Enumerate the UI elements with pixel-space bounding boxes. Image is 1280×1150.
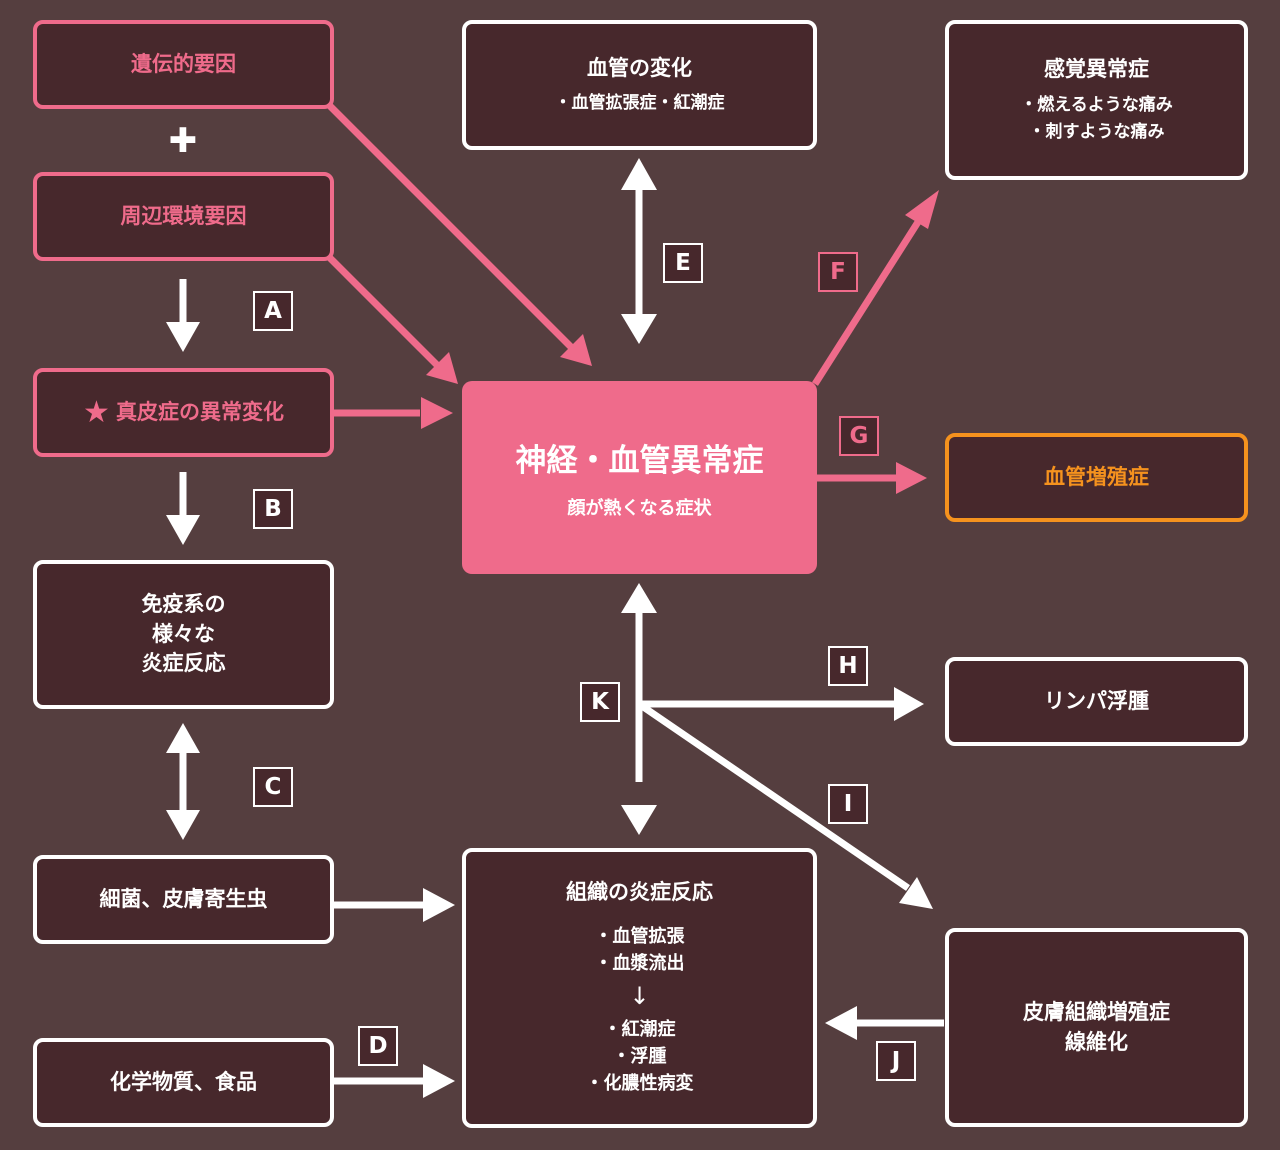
inflammation-item-4: ・浮腫 bbox=[612, 1045, 667, 1067]
center-subtitle: 顔が熱くなる症状 bbox=[567, 498, 712, 519]
label-H: H bbox=[828, 646, 868, 686]
plus-icon: ✚ bbox=[168, 121, 198, 161]
sensory-item-1: ・燃えるような痛み bbox=[1020, 95, 1173, 116]
vascular-proliferation-box: 血管増殖症 bbox=[945, 433, 1248, 522]
center-title: 神経・血管異常症 bbox=[515, 443, 764, 479]
arrow-I-line bbox=[637, 701, 910, 891]
sensory-abnormality-box: 感覚異常症 ・燃えるような痛み ・刺すような痛み bbox=[945, 20, 1248, 180]
vascular-change-title: 血管の変化 bbox=[587, 56, 692, 81]
arrowhead-environment bbox=[426, 352, 458, 384]
arrowhead-D bbox=[423, 1064, 455, 1098]
chemicals-label: 化学物質、食品 bbox=[110, 1069, 257, 1094]
inflammation-item-5: ・化膿性病変 bbox=[585, 1072, 694, 1094]
lymphedema-box: リンパ浮腫 bbox=[945, 657, 1248, 746]
dermis-change-label: 真皮症の異常変化 bbox=[115, 399, 284, 424]
label-E: E bbox=[663, 243, 703, 283]
label-J: J bbox=[876, 1041, 916, 1081]
label-F: F bbox=[818, 252, 858, 292]
skin-tissue-line-1: 皮膚組織増殖症 bbox=[1023, 1000, 1170, 1025]
genetic-factors-label: 遺伝的要因 bbox=[131, 51, 236, 76]
neurovascular-disorder-box: 神経・血管異常症 顔が熱くなる症状 bbox=[462, 381, 817, 574]
label-G: G bbox=[839, 416, 879, 456]
immune-response-box: 免疫系の 様々な 炎症反応 bbox=[33, 560, 334, 709]
arrowhead-K-down bbox=[621, 805, 657, 835]
arrowhead-dermis bbox=[421, 397, 453, 429]
arrowhead-K-up bbox=[621, 583, 657, 613]
skin-tissue-proliferation-box: 皮膚組織増殖症 線維化 bbox=[945, 928, 1248, 1127]
label-I: I bbox=[828, 784, 868, 824]
arrowhead-C-down bbox=[166, 810, 200, 840]
vascular-change-box: 血管の変化 ・血管拡張症・紅潮症 bbox=[462, 20, 817, 150]
label-B: B bbox=[253, 489, 293, 529]
label-C: C bbox=[253, 767, 293, 807]
star-icon: ★ bbox=[83, 394, 110, 430]
dermis-change-box: ★ 真皮症の異常変化 bbox=[33, 368, 334, 457]
arrowhead-sensory bbox=[905, 190, 939, 229]
arrowhead-B bbox=[166, 515, 200, 545]
arrow-center-to-sensory bbox=[812, 220, 921, 386]
environmental-factors-box: 周辺環境要因 bbox=[33, 172, 334, 261]
inflammation-item-3: ・紅潮症 bbox=[603, 1018, 676, 1040]
down-arrow-icon: ↓ bbox=[629, 982, 650, 1011]
arrow-environment-to-center bbox=[325, 253, 441, 369]
tissue-inflammation-title: 組織の炎症反応 bbox=[566, 880, 713, 904]
arrowhead-genetic bbox=[560, 334, 592, 366]
arrow-genetic-to-center bbox=[325, 101, 575, 351]
label-A: A bbox=[253, 291, 293, 331]
immune-line-2: 様々な bbox=[152, 621, 215, 646]
environmental-factors-label: 周辺環境要因 bbox=[120, 203, 247, 228]
label-K: K bbox=[580, 682, 620, 722]
lymphedema-label: リンパ浮腫 bbox=[1044, 688, 1149, 713]
immune-line-1: 免疫系の bbox=[141, 592, 226, 617]
inflammation-item-2: ・血漿流出 bbox=[594, 953, 685, 975]
vascular-proliferation-label: 血管増殖症 bbox=[1044, 464, 1149, 489]
genetic-factors-box: 遺伝的要因 bbox=[33, 20, 334, 109]
arrowhead-I bbox=[899, 877, 933, 909]
arrowhead-A bbox=[166, 322, 200, 352]
chemicals-box: 化学物質、食品 bbox=[33, 1038, 334, 1127]
arrowhead-bacteria bbox=[423, 888, 455, 922]
sensory-title: 感覚異常症 bbox=[1044, 56, 1149, 81]
arrowhead-E-up bbox=[621, 158, 657, 190]
label-D: D bbox=[358, 1026, 398, 1066]
immune-line-3: 炎症反応 bbox=[141, 651, 226, 676]
arrowhead-J bbox=[825, 1006, 857, 1040]
bacteria-box: 細菌、皮膚寄生虫 bbox=[33, 855, 334, 944]
sensory-item-2: ・刺すような痛み bbox=[1028, 121, 1165, 142]
inflammation-item-1: ・血管拡張 bbox=[594, 926, 685, 948]
vascular-change-item: ・血管拡張症・紅潮症 bbox=[554, 92, 725, 113]
arrowhead-E-down bbox=[621, 314, 657, 344]
arrowhead-C-up bbox=[166, 723, 200, 753]
arrowhead-H bbox=[894, 687, 924, 721]
skin-tissue-line-2: 線維化 bbox=[1065, 1029, 1128, 1054]
tissue-inflammation-box: 組織の炎症反応 ・血管拡張 ・血漿流出 ↓ ・紅潮症 ・浮腫 ・化膿性病変 bbox=[462, 848, 817, 1128]
bacteria-label: 細菌、皮膚寄生虫 bbox=[99, 886, 268, 911]
arrowhead-proliferation bbox=[896, 462, 927, 494]
